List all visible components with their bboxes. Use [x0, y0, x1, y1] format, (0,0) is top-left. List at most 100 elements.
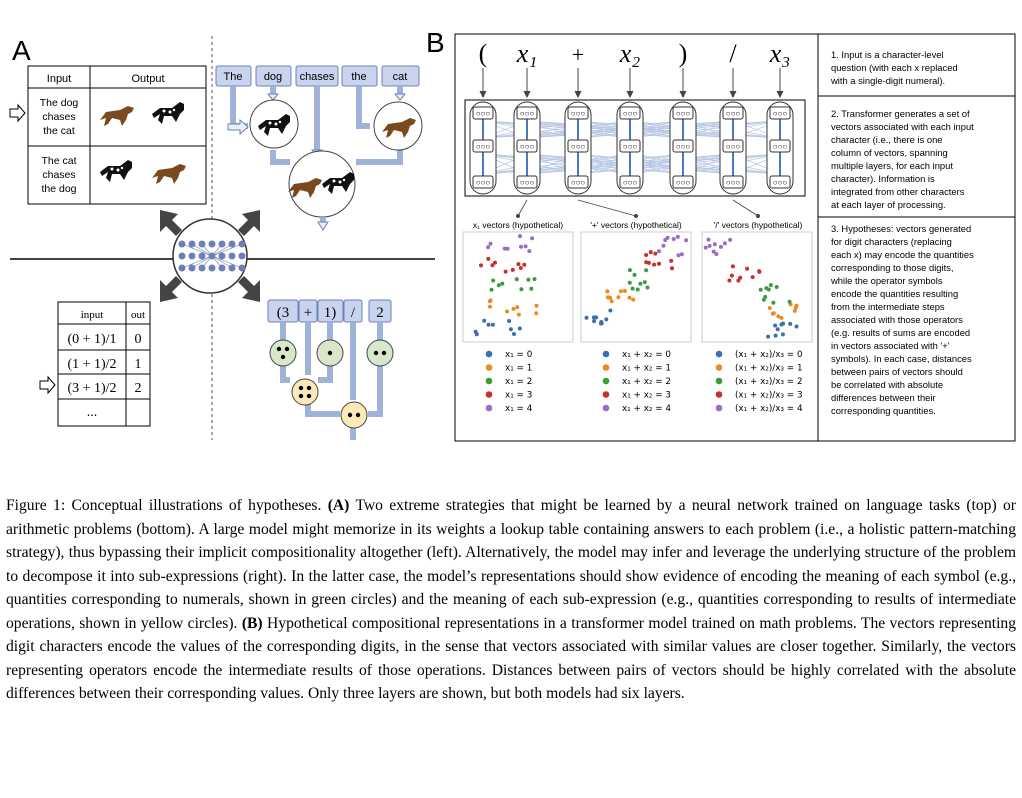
scatter-point — [518, 234, 522, 239]
legend-marker — [485, 391, 493, 398]
vector-unit-glyph: ○○○ — [571, 178, 586, 187]
scatter-point — [679, 252, 684, 257]
scatter-point — [608, 308, 613, 313]
caption-a-text: Two extreme strategies that might be lea… — [6, 497, 1016, 632]
legend-label: x₁ + x₂ = 0 — [622, 350, 671, 360]
scatter-point — [489, 287, 494, 292]
scatter-point — [644, 253, 649, 257]
vector-unit-glyph: ○○○ — [520, 178, 535, 187]
legend-label: x₁ = 2 — [505, 377, 532, 387]
vector-unit: ○○○ — [567, 106, 589, 120]
scatter-point — [645, 285, 650, 290]
input-arrows — [479, 68, 784, 99]
plot-title-slash: '/' vectors (hypothetical) — [714, 220, 803, 230]
scatter-point — [767, 306, 772, 310]
panel-a-label: A — [12, 35, 31, 66]
legend-marker — [715, 364, 723, 371]
plot-pointers — [516, 199, 761, 218]
scatter-point — [473, 329, 478, 334]
scatter-point — [592, 319, 597, 324]
vector-unit-glyph: ○○○ — [476, 178, 491, 187]
token-chases: chases — [300, 71, 335, 83]
scatter-point — [665, 235, 670, 240]
scatter-point — [502, 246, 507, 251]
math-row-out: 1 — [135, 357, 142, 372]
math-token: 1) — [324, 305, 337, 321]
legend-label: (x₁ + x₂)/x₃ = 3 — [735, 391, 803, 401]
legend: (x₁ + x₂)/x₃ = 0(x₁ + x₂)/x₃ = 1(x₁ + x₂… — [715, 350, 803, 414]
vector-unit-glyph: ○○○ — [676, 109, 691, 118]
vector-unit-glyph: ○○○ — [623, 142, 638, 151]
seq-token: ) — [679, 39, 688, 68]
scatter-point — [627, 268, 632, 273]
pointer-arrow-icon — [39, 375, 56, 395]
scatter-point — [729, 273, 734, 278]
vector-unit: ○○○ — [516, 106, 538, 120]
description-2: 2. Transformer generates a set of vector… — [831, 108, 976, 210]
transformer-column: ○○○○○○○○○ — [616, 101, 644, 195]
scatter-point — [657, 249, 661, 254]
math-row-ellipsis: ... — [87, 405, 98, 420]
scatter-point — [616, 295, 621, 300]
row2-line2: chases — [42, 169, 75, 181]
scatter-point — [750, 275, 755, 280]
token-the-2: the — [351, 71, 366, 83]
legend-marker — [485, 364, 493, 371]
scatter-point — [526, 277, 531, 282]
direction-arrows — [160, 210, 260, 302]
vector-unit-glyph: ○○○ — [476, 142, 491, 151]
scatter-point — [627, 295, 632, 300]
scatter-points — [473, 234, 539, 337]
vector-unit: ○○○ — [619, 139, 641, 153]
scatter-point — [488, 304, 492, 309]
scatter-point — [584, 315, 589, 320]
scatter-point — [776, 314, 781, 319]
seq-token: / — [729, 39, 737, 68]
token-the: The — [224, 71, 243, 83]
scatter-point — [703, 245, 708, 250]
scatter-point — [766, 334, 771, 339]
scatter-point — [646, 260, 651, 265]
scatter-point — [505, 309, 509, 314]
language-token-tree: The dog chases the cat — [215, 65, 423, 231]
scatter-point — [605, 289, 610, 294]
scatter-point — [774, 285, 779, 289]
scatter-point — [779, 315, 784, 320]
description-3: 3. Hypotheses: vectors generated for dig… — [830, 223, 976, 416]
scatter-point — [788, 321, 793, 326]
legend-marker — [485, 404, 493, 412]
caption-a-label: (A) — [327, 497, 350, 514]
pointer-arrow-icon — [9, 103, 26, 123]
vector-unit-glyph: ○○○ — [773, 178, 788, 187]
scatter-point — [523, 244, 528, 249]
caption-label: Figure 1: — [6, 497, 66, 514]
scatter-point — [652, 262, 657, 267]
legend-label: (x₁ + x₂)/x₃ = 0 — [735, 350, 803, 360]
scatter-point — [512, 332, 516, 336]
scatter-point — [516, 262, 521, 267]
legend-label: x₁ + x₂ = 2 — [622, 377, 671, 387]
scatter-point — [532, 277, 537, 282]
vector-unit: ○○○ — [769, 139, 791, 153]
seq-token: x₁ — [516, 39, 538, 68]
token-dog: dog — [264, 71, 282, 83]
scatter-point — [517, 326, 522, 331]
scatter-point — [712, 242, 717, 247]
vector-unit-glyph: ○○○ — [676, 178, 691, 187]
vector-unit-glyph: ○○○ — [773, 142, 788, 151]
scatter-point — [669, 258, 674, 263]
scatter-point — [510, 267, 515, 272]
scatter-point — [745, 266, 750, 271]
legend-marker — [715, 404, 723, 412]
scatter-point — [507, 319, 512, 323]
scatter-point — [773, 333, 778, 338]
scatter-points — [703, 237, 799, 339]
transformer-column: ○○○○○○○○○ — [719, 101, 747, 195]
legend-label: (x₁ + x₂)/x₃ = 2 — [735, 377, 803, 387]
scatter-point — [496, 283, 501, 288]
scatter-point — [505, 246, 510, 251]
vector-unit-glyph: ○○○ — [476, 109, 491, 118]
scatter-point — [775, 327, 780, 332]
legend-marker — [602, 404, 610, 412]
vector-unit-glyph: ○○○ — [520, 109, 535, 118]
